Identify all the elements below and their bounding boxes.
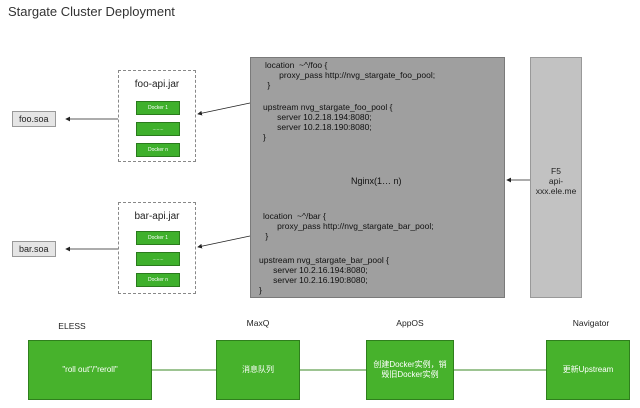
bar-docker-n: Docker n xyxy=(136,273,180,287)
foo-api-jar-container: foo-api.jar Docker 1 ........ Docker n xyxy=(118,70,196,162)
flow-box-navigator: 更新Upstream xyxy=(546,340,630,400)
bar-docker-1: Docker 1 xyxy=(136,231,180,245)
arrow-nginx-to-foo-jar xyxy=(197,102,251,116)
flow-label-eless: ELESS xyxy=(58,321,86,331)
arrow-nginx-to-bar-jar xyxy=(197,235,251,249)
foo-docker-1: Docker 1 xyxy=(136,101,180,115)
flow-label-navigator: Navigator xyxy=(572,318,610,328)
flow-label-maxq: MaxQ xyxy=(246,318,270,328)
nginx-box: location ~^/foo { proxy_pass http://nvg_… xyxy=(250,57,505,298)
nginx-foo-location: location ~^/foo { proxy_pass http://nvg_… xyxy=(265,60,436,90)
flow-box-maxq: 消息队列 xyxy=(216,340,300,400)
f5-api-label: api- xyxy=(548,176,564,186)
flow-label-appos: AppOS xyxy=(396,318,424,328)
f5-box: F5 api- xxx.ele.me xyxy=(530,57,582,298)
bar-api-jar-container: bar-api.jar Docker 1 ........ Docker n xyxy=(118,202,196,294)
foo-api-jar-label: foo-api.jar xyxy=(134,79,180,90)
nginx-label: Nginx(1… n) xyxy=(351,176,402,186)
diagram-title: Stargate Cluster Deployment xyxy=(8,4,175,19)
flow-box-appos: 创建Docker实例，销毁旧Docker实例 xyxy=(366,340,454,400)
nginx-bar-upstream: upstream nvg_stargate_bar_pool { server … xyxy=(259,255,389,295)
foo-docker-ellipsis: ........ xyxy=(136,122,180,136)
bar-api-jar-label: bar-api.jar xyxy=(134,211,180,222)
nginx-bar-location: location ~^/bar { proxy_pass http://nvg_… xyxy=(263,211,434,241)
bar-docker-ellipsis: ........ xyxy=(136,252,180,266)
foo-soa-box: foo.soa xyxy=(12,111,56,127)
foo-docker-n: Docker n xyxy=(136,143,180,157)
f5-label: F5 xyxy=(551,166,561,176)
flow-box-eless: "roll out"/"reroll" xyxy=(28,340,152,400)
nginx-foo-upstream: upstream nvg_stargate_foo_pool { server … xyxy=(263,102,393,142)
bar-soa-box: bar.soa xyxy=(12,241,56,257)
f5-domain-label: xxx.ele.me xyxy=(535,186,577,196)
